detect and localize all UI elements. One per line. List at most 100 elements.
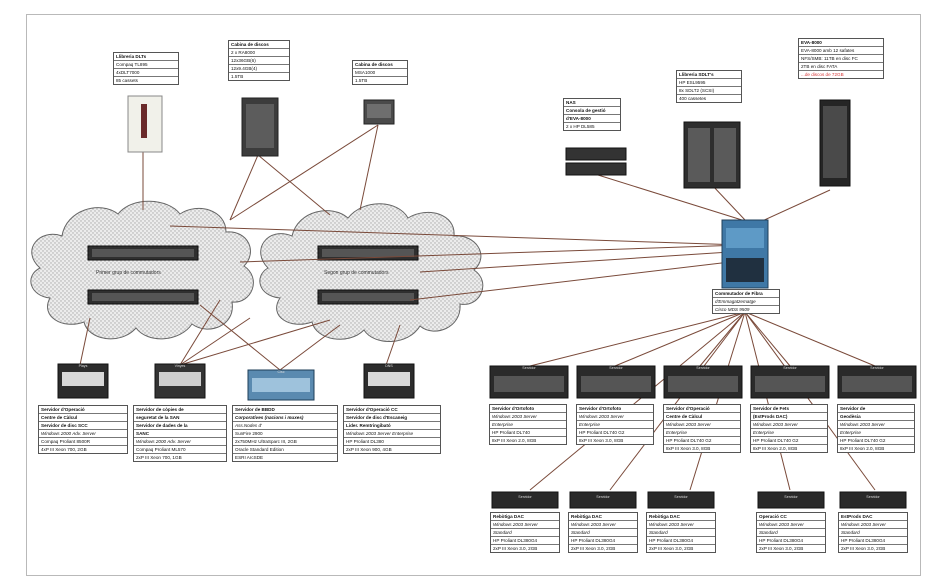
box-line: 2xP III Xeon 3.0, 2GB [841, 546, 886, 551]
box-line: Windows 2000 Adv. Server [134, 438, 226, 446]
disk-cabinet-ra8000 [241, 97, 279, 157]
box-line: Standard [491, 529, 559, 537]
box-line: d'Emmagatzematge [713, 298, 779, 306]
box-line: Servidor d'Ortofoto [490, 405, 566, 413]
box-line: HP Proliant DL380G4 [491, 537, 559, 545]
box-line: Enterprise [751, 429, 827, 437]
box-line: EVA-8000 amb 12 safates [799, 47, 883, 55]
box-line: 2x750MHz UltraSparc III, 2GB [233, 438, 337, 446]
box-line: Windows 2003 Server [491, 521, 559, 529]
box-line: 8xP III Xeon 2.0, 8GB [492, 438, 537, 443]
box-left-server-4: Servidor d'Operació CC Servidor de disc … [343, 405, 441, 454]
box-line: Enterprise [490, 421, 566, 429]
box-line: HP Proliant DL380G4 [647, 537, 715, 545]
box-line: Geodèsia [838, 413, 914, 421]
box-line: Cabina de discos [229, 41, 289, 49]
server-icon-left-1 [57, 363, 109, 399]
box-line: Standard [757, 529, 825, 537]
tape-library-dlt [127, 95, 163, 153]
box-line: Servidor de Fets [751, 405, 827, 413]
box-right-server-5: Servidor de Geodèsia Windows 2003 Server… [837, 404, 915, 453]
box-nas: NAS Consola de gestió d'EVA-8000 2 x HP … [563, 98, 621, 131]
box-line: Lider. Remtringibató [344, 422, 440, 430]
server-tag: Servidor [784, 495, 798, 499]
box-line: Windows 2003 Server [664, 421, 740, 429]
box-line: seguretat de la SAN [134, 414, 226, 422]
box-line: HP Proliant DL380G4 [757, 537, 825, 545]
box-line: 2xP III Xeon 3.0, 2GB [571, 546, 616, 551]
server-tag: Servidor [518, 495, 532, 499]
box-left-server-3: Servidor de BBDD Corporatives (nacions i… [232, 405, 338, 462]
box-line: Corporatives (nacions i muxes) [233, 414, 337, 422]
box-line: Servidor d'Operació [664, 405, 740, 413]
box-line: 4xP III Xeon 700, 2GB [41, 447, 87, 452]
box-line: EstProds DAC [839, 513, 907, 521]
box-right-server-4: Servidor de Fets (EstProds DAC) Windows … [750, 404, 828, 453]
switch-right-2 [317, 289, 419, 305]
server-icon-left-3 [247, 369, 315, 401]
box-line: (EstProds DAC) [751, 413, 827, 421]
server-tag: Servidor [522, 366, 536, 370]
box-line: Centre de Càlcul [39, 414, 127, 422]
box-line: Compaq TL895 [114, 61, 178, 69]
fibre-channel-switch [721, 219, 769, 289]
box-line: Rebòtiga DAC [569, 513, 637, 521]
box-bottom-server-2: Rebòtiga DAC Windows 2003 Server Standar… [568, 512, 638, 553]
box-line: Servidor d'Ortofoto [577, 405, 653, 413]
box-line: Centre de Càlcul [664, 413, 740, 421]
cloud-left-label: Primer grup de commutadors [96, 270, 161, 276]
box-line: Servidor d'Operació CC [344, 406, 440, 414]
box-cabina-ra8000: Cabina de discos 2 x RA8000 12x36GB(6) 1… [228, 40, 290, 81]
disk-cabinet-msa1000 [363, 99, 395, 125]
server-icon-right-4 [750, 365, 830, 399]
nas-device [565, 147, 627, 176]
box-line: HP ESL9595 [677, 79, 741, 87]
box-line: 12x36GB(6) [229, 57, 289, 65]
box-line: Standard [839, 529, 907, 537]
box-line: Rebòtiga DAC [647, 513, 715, 521]
switch-left-1 [87, 245, 199, 261]
box-fibre-switch: Commutador de Fibra d'Emmagatzematge Cis… [712, 289, 780, 314]
box-right-server-3: Servidor d'Operació Centre de Càlcul Win… [663, 404, 741, 453]
box-line: MSA1000 [353, 69, 407, 77]
box-libreria-dlts: Llibreria DLTs Compaq TL895 4xDLT7000 85… [113, 52, 179, 85]
box-line: Windows 2003 Server [757, 521, 825, 529]
box-line: SunFire 2900 [233, 430, 337, 438]
box-line: Servidor de còpies de [134, 406, 226, 414]
box-line: 2TB en disc FATA [799, 63, 883, 71]
box-line: d'EVA-8000 [564, 115, 620, 123]
server-tag: Vinyes [174, 364, 186, 368]
server-icon-bottom-5 [839, 491, 907, 509]
server-icon-bottom-3 [647, 491, 715, 509]
box-line: Cisco MDS 9509 [715, 307, 750, 312]
box-eva8000: EVA-8000 EVA-8000 amb 12 safates NFS/SMB… [798, 38, 884, 79]
box-libreria-sdlt: Llibreria SDLT's HP ESL9595 8x SDLT2 (SC… [676, 70, 742, 103]
box-line: 2 x HP DL585 [566, 124, 595, 129]
server-icon-right-1 [489, 365, 569, 399]
box-line: Windows 2003 Server [839, 521, 907, 529]
server-tag: Servidor [674, 495, 688, 499]
box-line: Windows 2000 Adv. Server [39, 430, 127, 438]
server-tag: Cisc [277, 370, 285, 374]
box-line: Servidor d'Operació [39, 406, 127, 414]
box-line: Compaq Proliant 8500R [39, 438, 127, 446]
box-line: NAS [564, 99, 620, 107]
box-line: 12x9.4GB(4) [229, 65, 289, 73]
box-left-server-1: Servidor d'Operació Centre de Càlcul Ser… [38, 405, 128, 454]
box-line: Enterprise [838, 429, 914, 437]
box-line: Oracle Standard Edition [233, 446, 337, 454]
links [79, 124, 876, 491]
cloud-right-label: Segon grup de commutadors [324, 270, 389, 276]
box-line: HP Proliant DL380G4 [569, 537, 637, 545]
server-tag: Plays [78, 364, 88, 368]
box-line: Standard [647, 529, 715, 537]
box-line: HP Proliant DL380 [344, 438, 440, 446]
server-icon-right-3 [663, 365, 743, 399]
box-line: 2xP III Xeon 3.0, 2GB [759, 546, 804, 551]
box-line: Windows 2003 Server Enterprise [344, 430, 440, 438]
server-tag: Servidor [596, 495, 610, 499]
tape-library-esl [683, 121, 741, 189]
box-line: Cabina de discos [353, 61, 407, 69]
box-line: Operació CC [757, 513, 825, 521]
